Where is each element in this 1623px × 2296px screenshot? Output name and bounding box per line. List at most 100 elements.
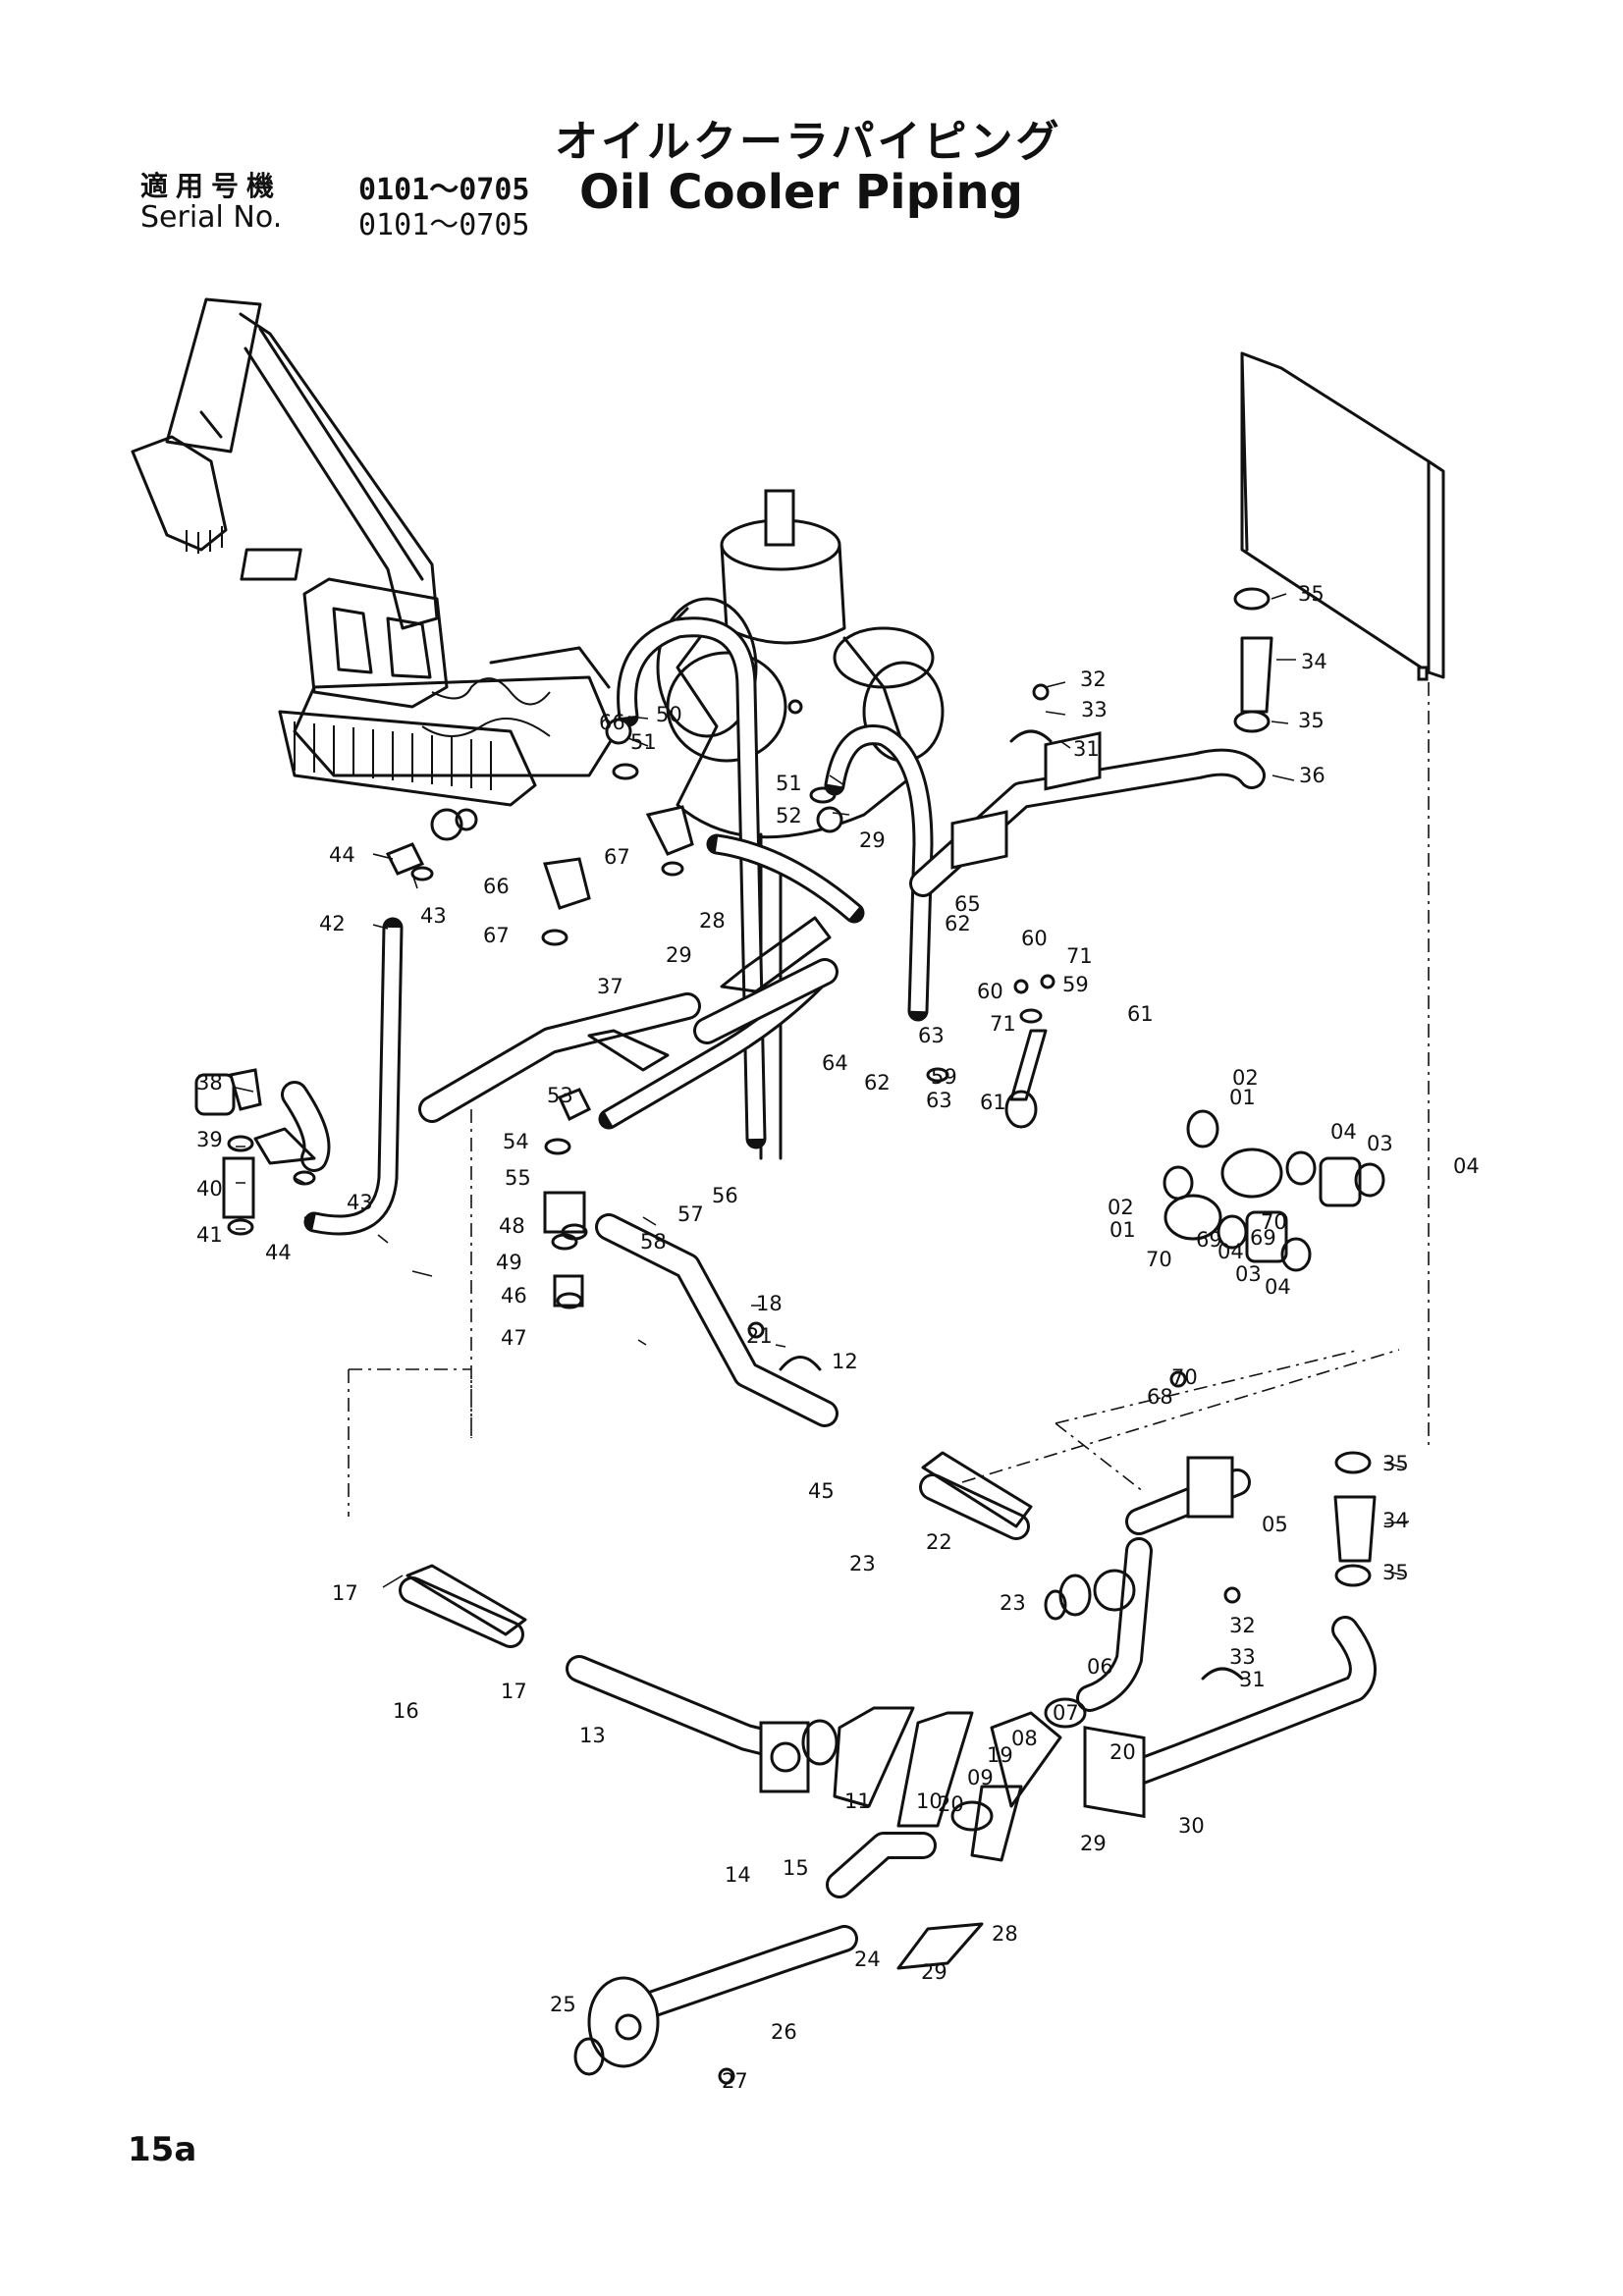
part-callout-35: 35 (1298, 709, 1325, 732)
part-callout-28: 28 (699, 909, 726, 933)
part-callout-70: 70 (1146, 1248, 1172, 1271)
serial-label-japanese: 適用号機 (140, 170, 283, 202)
part-callout-42: 42 (319, 912, 346, 935)
part-callout-05: 05 (1262, 1513, 1288, 1536)
part-callout-62: 62 (864, 1071, 891, 1095)
part-callout-40: 40 (196, 1177, 223, 1201)
part-callout-14: 14 (725, 1863, 751, 1887)
part-callout-29: 29 (1080, 1832, 1107, 1855)
part-callout-04: 04 (1453, 1154, 1480, 1178)
part-callout-19: 19 (987, 1743, 1013, 1767)
part-callout-71: 71 (990, 1012, 1016, 1036)
part-callout-18: 18 (756, 1292, 783, 1315)
elbow-fittings (229, 683, 1241, 2085)
pipe-assembly (281, 748, 1377, 2026)
flanges-and-blocks (194, 731, 1362, 2068)
part-callout-51: 51 (630, 730, 657, 754)
part-callout-54: 54 (503, 1130, 529, 1153)
part-callout-51: 51 (776, 772, 802, 795)
part-callout-37: 37 (597, 975, 623, 998)
part-callout-32: 32 (1229, 1614, 1256, 1637)
part-callout-53: 53 (547, 1084, 573, 1107)
part-callout-44: 44 (329, 843, 355, 867)
part-callout-20: 20 (1109, 1740, 1136, 1764)
part-callout-07: 07 (1053, 1701, 1079, 1725)
part-callout-02: 02 (1108, 1196, 1134, 1219)
part-callout-66: 66 (483, 875, 510, 898)
oil-cooler (1240, 351, 1445, 681)
part-callout-04: 04 (1330, 1120, 1357, 1144)
part-callout-01: 01 (1229, 1086, 1256, 1109)
part-callout-39: 39 (196, 1128, 223, 1151)
part-callout-32: 32 (1080, 667, 1107, 691)
part-callout-58: 58 (640, 1230, 667, 1254)
part-callout-36: 36 (1299, 764, 1325, 787)
part-callout-33: 33 (1229, 1645, 1256, 1669)
part-callout-69: 69 (1250, 1226, 1276, 1250)
part-callout-46: 46 (501, 1284, 527, 1308)
part-callout-48: 48 (499, 1214, 525, 1238)
dashed-outline (961, 1349, 1400, 1493)
part-callout-64: 64 (822, 1051, 848, 1075)
part-callout-55: 55 (505, 1166, 531, 1190)
part-callout-70: 70 (1261, 1210, 1287, 1234)
part-callout-67: 67 (483, 924, 510, 947)
part-callout-50: 50 (656, 703, 682, 726)
part-callout-69: 69 (1196, 1228, 1222, 1252)
part-callout-33: 33 (1081, 698, 1108, 721)
part-callout-47: 47 (501, 1326, 527, 1350)
part-callout-66: 66 (599, 711, 625, 734)
title-english: Oil Cooler Piping (579, 165, 1023, 220)
part-callout-61: 61 (1127, 1002, 1154, 1026)
part-callout-35: 35 (1382, 1561, 1409, 1584)
part-callout-15: 15 (783, 1856, 809, 1880)
part-callout-16: 16 (393, 1699, 419, 1723)
part-callout-13: 13 (579, 1724, 606, 1747)
part-callout-41: 41 (196, 1223, 223, 1247)
part-callout-44: 44 (265, 1241, 292, 1264)
part-callout-17: 17 (501, 1680, 527, 1703)
part-callout-57: 57 (677, 1202, 704, 1226)
page-number: 15a (128, 2130, 197, 2169)
dashed-outline (348, 1109, 472, 1517)
part-callout-34: 34 (1382, 1509, 1409, 1532)
part-callout-34: 34 (1301, 650, 1327, 673)
part-callout-49: 49 (496, 1251, 522, 1274)
part-callout-20: 20 (938, 1792, 964, 1816)
part-callout-12: 12 (832, 1350, 858, 1373)
part-callout-62: 62 (945, 912, 971, 935)
part-callout-35: 35 (1382, 1452, 1409, 1475)
part-callout-04: 04 (1217, 1240, 1244, 1263)
part-callout-59: 59 (931, 1065, 957, 1089)
part-callout-29: 29 (921, 1960, 947, 1984)
clamps-and-seals (227, 587, 1385, 2076)
part-callout-31: 31 (1073, 737, 1100, 761)
hose-sleeves (222, 636, 1377, 1970)
excavator-icon (131, 297, 616, 841)
part-callout-43: 43 (347, 1191, 373, 1214)
part-callout-67: 67 (604, 845, 630, 869)
part-callout-25: 25 (550, 1993, 576, 2016)
part-callout-21: 21 (746, 1324, 773, 1348)
part-callout-60: 60 (1021, 927, 1048, 950)
callout-labels: 0101020203030404040405060708091011121314… (196, 582, 1480, 2093)
part-callout-22: 22 (926, 1530, 952, 1554)
part-callout-06: 06 (1087, 1655, 1113, 1679)
part-callout-60: 60 (977, 980, 1003, 1003)
title-japanese: オイルクーラパイピング (555, 117, 1062, 167)
part-callout-04: 04 (1265, 1275, 1291, 1299)
part-callout-02: 02 (1232, 1066, 1259, 1090)
hose-assembly (303, 616, 934, 1236)
part-callout-65: 65 (954, 892, 981, 916)
part-callout-23: 23 (849, 1552, 876, 1575)
part-callout-10: 10 (916, 1789, 943, 1813)
part-callout-68: 68 (1147, 1385, 1173, 1409)
serial-range-english: 0101～0705 (358, 208, 530, 242)
part-callout-43: 43 (420, 904, 447, 928)
part-callout-27: 27 (722, 2069, 748, 2093)
part-callout-24: 24 (854, 1948, 881, 1971)
serial-range-japanese: 0101～0705 (358, 173, 530, 207)
part-callout-26: 26 (771, 2020, 797, 2044)
